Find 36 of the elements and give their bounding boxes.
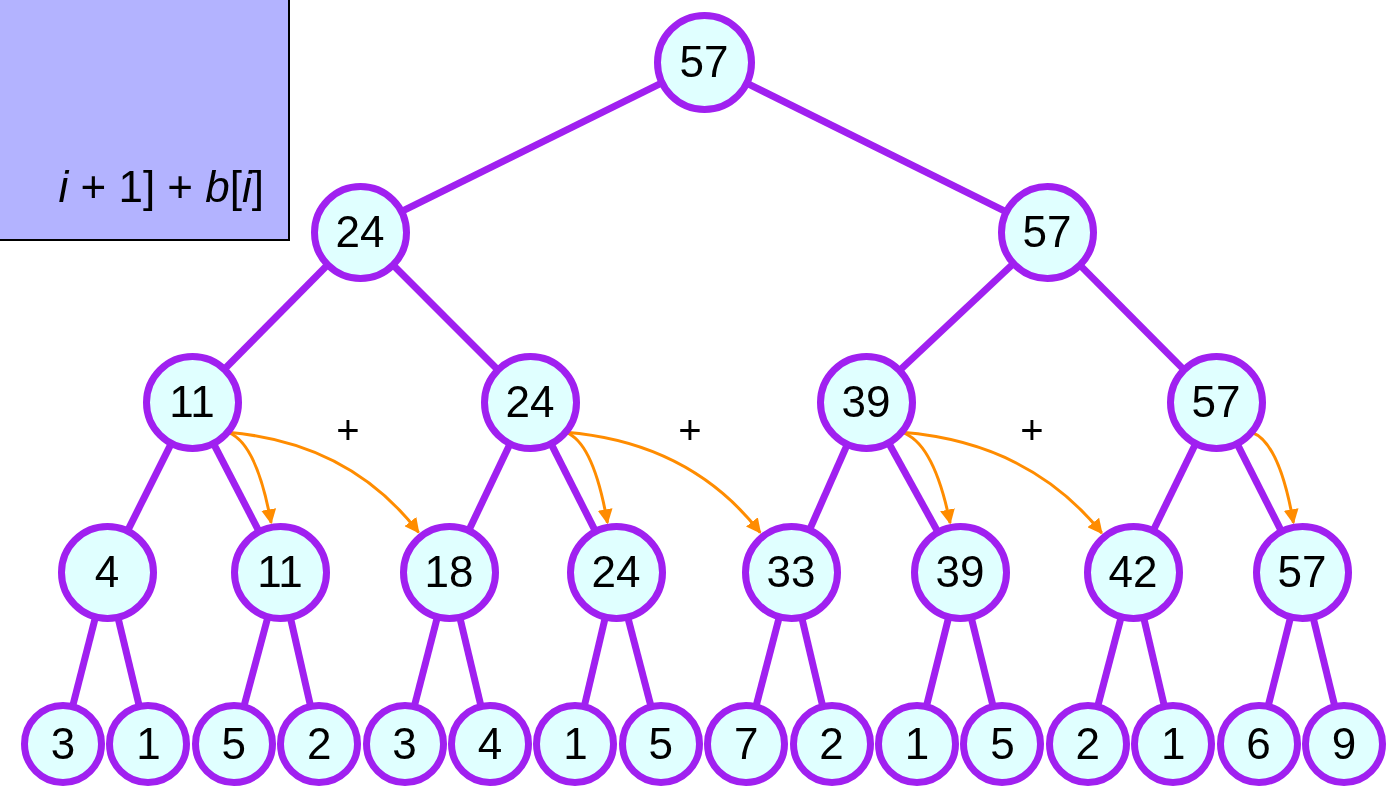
node-value: 57 <box>1022 210 1072 254</box>
node-value: 57 <box>1191 380 1241 424</box>
node-value: 6 <box>1246 722 1271 766</box>
node-value: 3 <box>392 722 417 766</box>
node-value: 5 <box>990 722 1015 766</box>
node-value: 4 <box>477 722 503 766</box>
node-value: 7 <box>733 722 759 766</box>
node-value: 11 <box>169 380 215 424</box>
formula-text: i + 1] + b[i] <box>58 165 264 209</box>
node-value: 57 <box>1277 550 1327 594</box>
node-value: 1 <box>136 722 161 766</box>
node-value: 1 <box>563 722 588 766</box>
node-value: 24 <box>505 380 555 424</box>
formula-box <box>0 0 290 241</box>
node-value: 18 <box>424 550 474 594</box>
node-value: 1 <box>904 722 930 766</box>
node-value: 39 <box>935 550 985 594</box>
node-value: 2 <box>1075 722 1101 766</box>
node-value: 5 <box>221 722 247 766</box>
node-value: 4 <box>94 550 120 594</box>
node-value: 2 <box>306 722 332 766</box>
node-value: 9 <box>1331 722 1357 766</box>
plus-sign: + <box>336 410 360 450</box>
node-value: 2 <box>819 722 844 766</box>
node-value: 11 <box>257 550 303 594</box>
plus-sign: + <box>1020 410 1044 450</box>
plus-sign: + <box>678 410 702 450</box>
node-value: 57 <box>679 40 729 84</box>
node-value: 42 <box>1108 550 1158 594</box>
node-value: 3 <box>50 722 76 766</box>
node-value: 33 <box>766 550 816 594</box>
node-value: 24 <box>591 550 641 594</box>
node-value: 39 <box>841 380 891 424</box>
node-value: 5 <box>648 722 674 766</box>
node-value: 1 <box>1160 722 1186 766</box>
node-value: 24 <box>335 210 385 254</box>
